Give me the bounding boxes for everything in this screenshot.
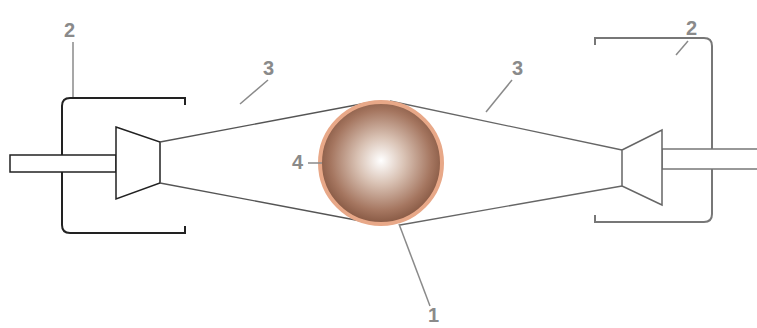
leader-line — [240, 80, 268, 104]
callout-number: 4 — [292, 152, 303, 172]
nozzle — [622, 130, 662, 205]
leader-line — [308, 162, 322, 164]
callout-number: 2 — [686, 18, 697, 38]
callout-number: 3 — [512, 58, 523, 78]
leader-line — [72, 42, 74, 97]
callout-number: 1 — [428, 305, 439, 325]
leader-line — [399, 224, 430, 306]
rod — [662, 149, 757, 169]
housing-bracket — [595, 38, 712, 222]
coated-sphere — [320, 102, 442, 224]
rod — [10, 155, 116, 172]
callout-number: 2 — [64, 20, 75, 40]
callout-number: 3 — [263, 58, 274, 78]
nozzle — [116, 127, 160, 199]
leader-line — [676, 41, 688, 55]
leader-line — [486, 80, 512, 112]
